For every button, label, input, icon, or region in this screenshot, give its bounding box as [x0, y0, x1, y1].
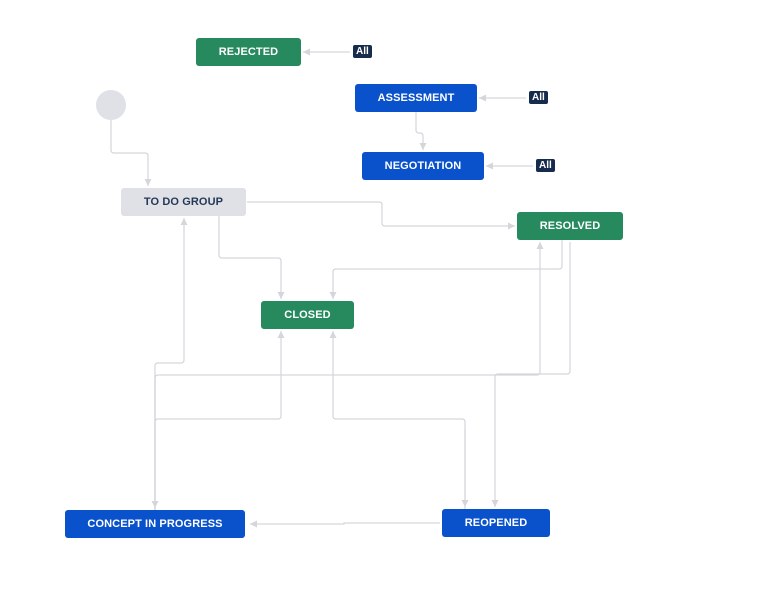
transition-concept-to-resolved[interactable] [154, 242, 544, 510]
status-assessment[interactable]: ASSESSMENT [355, 84, 477, 112]
transition-assessment-to-negotiation[interactable] [415, 112, 427, 150]
transition-reopened-to-concept[interactable] [250, 520, 440, 528]
transition-resolved-to-reopened[interactable] [491, 242, 571, 507]
all-transition-badge-rejected[interactable]: All [353, 45, 372, 58]
transition-start-to-todo-group[interactable] [110, 119, 152, 186]
transition-resolved-to-closed[interactable] [329, 240, 563, 299]
transition-todo-group-to-resolved[interactable] [247, 201, 515, 230]
status-todo-group[interactable]: TO DO GROUP [121, 188, 246, 216]
transition-reopened-to-closed[interactable] [329, 331, 466, 509]
status-closed[interactable]: CLOSED [261, 301, 354, 329]
transition-concept-to-closed[interactable] [154, 331, 285, 510]
all-transition-badge-negotiation[interactable]: All [536, 159, 555, 172]
status-rejected[interactable]: REJECTED [196, 38, 301, 66]
status-reopened[interactable]: REOPENED [442, 509, 550, 537]
transition-concept-to-todo-group[interactable] [154, 218, 188, 510]
all-transition-badge-assessment[interactable]: All [529, 91, 548, 104]
status-negotiation[interactable]: NEGOTIATION [362, 152, 484, 180]
status-concept-in-progress[interactable]: CONCEPT IN PROGRESS [65, 510, 245, 538]
transition-todo-group-to-closed[interactable] [218, 216, 285, 299]
start-node[interactable] [96, 90, 126, 120]
status-resolved[interactable]: RESOLVED [517, 212, 623, 240]
